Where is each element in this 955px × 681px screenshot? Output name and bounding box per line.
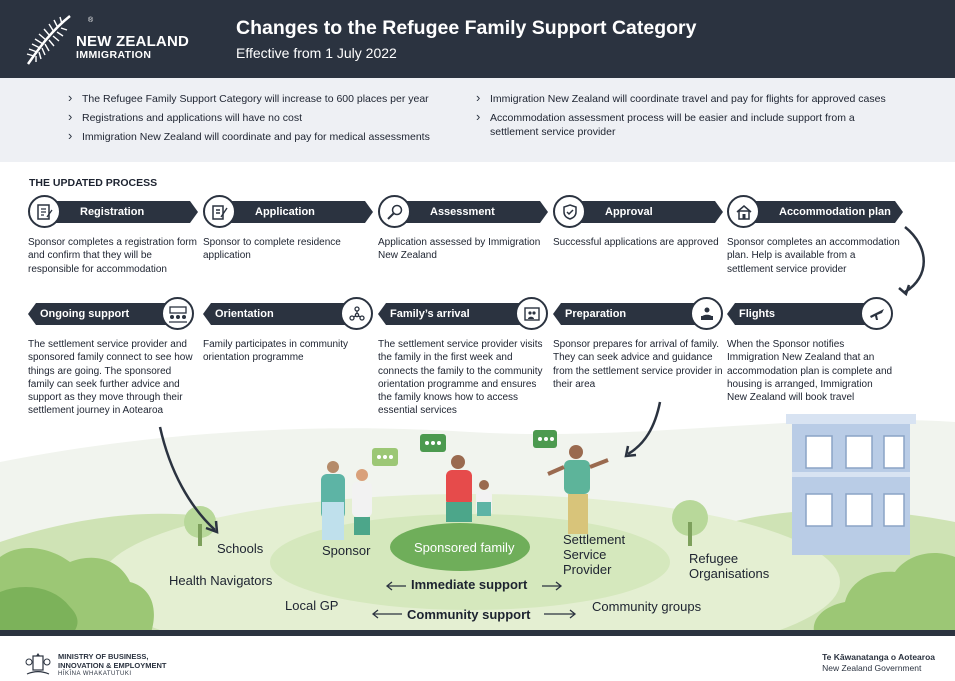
govt-line2: New Zealand Government [822,663,922,673]
mbie-line1: MINISTRY OF BUSINESS, [58,652,149,661]
logo-line1: NEW ZEALAND [76,33,190,50]
person-laptop-icon [690,297,723,330]
page-subtitle: Effective from 1 July 2022 [236,45,397,61]
step-label: Approval [565,201,723,223]
step-assessment: Assessment Application assessed by Immig… [378,195,548,263]
step-family-arrival: Family’s arrival The settlement service … [378,297,548,418]
nz-immigration-logo[interactable]: ® NEW ZEALAND IMMIGRATION [24,14,194,66]
settlement-provider-figure [533,430,609,534]
list-item: Immigration New Zealand will coordinate … [474,91,904,106]
step-label: Accommodation plan [739,201,903,223]
step-approval: Approval Successful applications are app… [553,195,723,249]
group-icon [161,297,194,330]
step-label: Assessment [390,201,548,223]
form-icon [28,195,61,228]
step-preparation: Preparation Sponsor prepares for arrival… [553,297,723,391]
key-changes-panel: The Refugee Family Support Category will… [0,78,955,162]
health-navigators-label: Health Navigators [169,573,273,588]
mbie-line3: HĪKĪNA WHAKATUTUKI [58,671,132,677]
page-title: Changes to the Refugee Family Support Ca… [236,17,697,39]
step-description: When the Sponsor notifies Immigration Ne… [727,339,893,404]
refugee-organisations-label: Refugee Organisations [689,551,770,581]
registered-mark-icon: ® [88,17,94,24]
step-description: Sponsor to complete residence applicatio… [203,237,341,262]
step-accommodation-plan: Accommodation plan Sponsor completes an … [727,195,903,276]
silver-fern-icon [26,15,71,65]
nz-government-logo: Te Kāwanatanga o Aotearoa New Zealand Go… [822,652,935,674]
sponsored-family-label: Sponsored family [414,540,515,555]
step-ongoing-support: Ongoing support The settlement service p… [28,297,194,418]
step-flights: Flights When the Sponsor notifies Immigr… [727,297,893,404]
list-item: The Refugee Family Support Category will… [66,91,456,106]
step-description: Sponsor completes a registration form an… [28,237,197,275]
step-description: The settlement service provider visits t… [378,339,543,417]
house-icon [727,195,760,228]
magnifier-icon [378,195,411,228]
logo-line2: IMMIGRATION [76,49,152,61]
local-gp-label: Local GP [285,598,339,613]
network-icon [340,297,373,330]
step-description: Sponsor prepares for arrival of family. … [553,339,723,390]
immediate-support-label: Immediate support [411,577,528,592]
footer: MINISTRY OF BUSINESS, INNOVATION & EMPLO… [0,630,955,681]
step-label: Flights [727,303,881,325]
apartment-building [786,414,916,555]
mbie-line2: INNOVATION & EMPLOYMENT [58,661,167,670]
pen-document-icon [203,195,236,228]
community-support-label: Community support [407,607,531,622]
community-scene [0,162,955,636]
header-banner: ® NEW ZEALAND IMMIGRATION Changes to the… [0,0,955,78]
process-title: THE UPDATED PROCESS [29,177,158,189]
step-label: Preparation [553,303,711,325]
step-registration: Registration Sponsor completes a registr… [28,195,198,276]
step-label: Application [215,201,373,223]
key-changes-list-left: The Refugee Family Support Category will… [66,91,456,149]
mbie-logo-text: MINISTRY OF BUSINESS, INNOVATION & EMPLO… [58,652,166,679]
govt-line1: Te Kāwanatanga o Aotearoa [822,652,935,662]
step-label: Ongoing support [28,303,182,325]
plane-icon [860,297,893,330]
key-changes-list-right: Immigration New Zealand will coordinate … [474,91,904,144]
sponsored-family-figures [420,434,492,522]
list-item: Registrations and applications will have… [66,110,456,125]
step-description: Successful applications are approved [553,237,719,248]
step-application: Application Sponsor to complete residenc… [203,195,373,263]
sponsor-figures [321,448,398,540]
settlement-provider-label: Settlement Service Provider [563,532,626,577]
step-description: The settlement service provider and spon… [28,339,193,417]
step-description: Application assessed by Immigration New … [378,237,541,262]
step-label: Registration [40,201,198,223]
sponsor-label: Sponsor [322,543,371,558]
schools-label: Schools [217,541,264,556]
step-description: Family participates in community orienta… [203,339,349,364]
step-label: Family’s arrival [378,303,536,325]
community-groups-label: Community groups [592,599,702,614]
family-frame-icon [515,297,548,330]
shield-check-icon [553,195,586,228]
step-label: Orientation [203,303,361,325]
nz-coat-of-arms-icon [25,653,51,675]
step-orientation: Orientation Family participates in commu… [203,297,373,365]
list-item: Immigration New Zealand will coordinate … [66,129,456,144]
step-description: Sponsor completes an accommodation plan.… [727,237,900,275]
list-item: Accommodation assessment process will be… [474,110,904,139]
